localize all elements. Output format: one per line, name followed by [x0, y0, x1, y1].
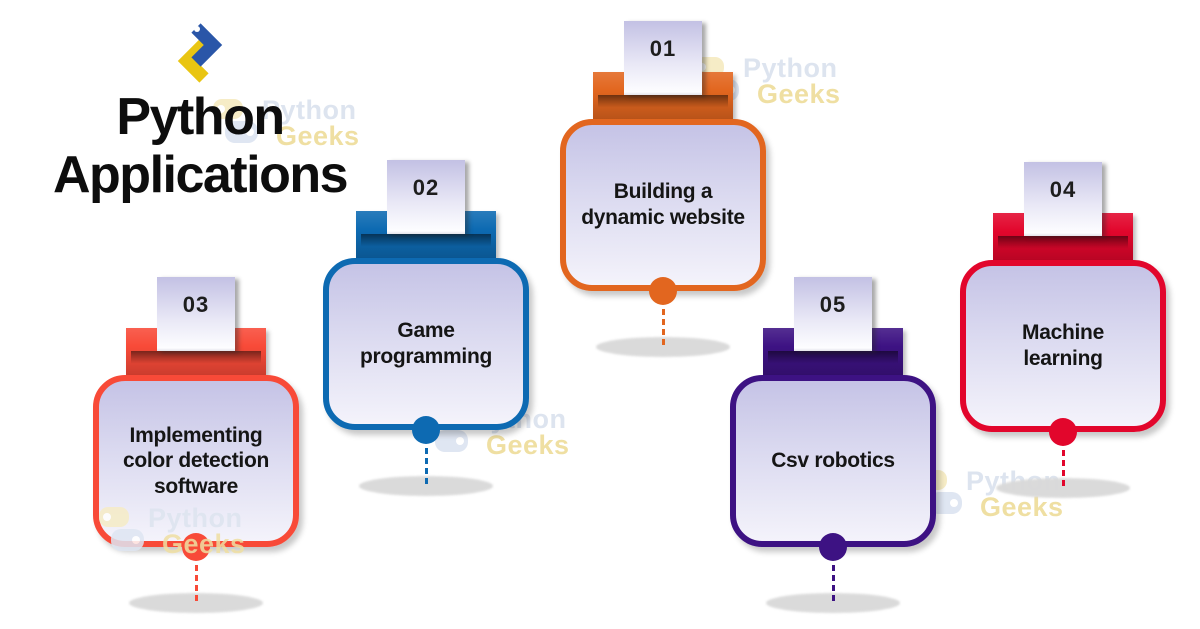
card-label: Building a dynamic website: [575, 179, 751, 230]
card-body: Csv robotics: [730, 375, 936, 547]
card-number: 01: [649, 36, 677, 61]
wm-icon-dot: [246, 128, 254, 136]
page-title-line2: Applications: [52, 146, 349, 205]
connector-dashed-line: [662, 309, 665, 349]
card-number-tab: 03: [157, 277, 235, 351]
label-line: Game: [397, 319, 455, 343]
label-line: software: [154, 474, 238, 498]
card-number-tab: 01: [624, 21, 702, 95]
connector-dashed-line: [425, 448, 428, 488]
card-05-csv-robotics: 05 Csv robotics: [730, 277, 936, 629]
watermark-text: Python Geeks: [148, 503, 246, 559]
watermark-text-python: Python: [148, 503, 243, 533]
connector-dot: [412, 416, 440, 444]
slot-shadow: [998, 236, 1128, 250]
connector-dashed-line: [195, 565, 198, 605]
card-01-building-dynamic-website: 01 Building a dynamic website: [560, 21, 766, 373]
wm-icon-dot: [950, 499, 958, 507]
connector-dot: [819, 533, 847, 561]
card-number-tab: 05: [794, 277, 872, 351]
watermark-python-geeks: Python Geeks: [693, 53, 841, 109]
connector-dot: [182, 533, 210, 561]
label-line: Building a: [613, 180, 713, 204]
label-line: Machine: [1022, 321, 1104, 345]
wm-icon-blue-part: [929, 492, 962, 514]
watermark-text-geeks: Geeks: [162, 529, 246, 559]
watermark-text-geeks: Geeks: [486, 430, 570, 460]
connector-dot: [1049, 418, 1077, 446]
connector-dashed-line: [1062, 450, 1065, 490]
card-number-tab: 04: [1024, 162, 1102, 236]
slot-shadow: [768, 351, 898, 365]
card-number: 05: [819, 292, 847, 317]
card-label: Csv robotics: [765, 448, 901, 474]
python-geeks-watermark-icon: [213, 99, 258, 143]
card-body: Game programming: [323, 258, 529, 430]
logo-yellow-chevron: [177, 39, 209, 83]
card-02-game-programming: 02 Game programming: [323, 160, 529, 512]
wm-icon-dot: [217, 105, 225, 113]
slot-shadow: [131, 351, 261, 365]
wm-icon-dot: [132, 536, 140, 544]
card-clamp: [763, 328, 903, 381]
label-line: dynamic website: [581, 206, 745, 229]
label-line: programming: [359, 345, 493, 368]
wm-icon-dot: [103, 513, 111, 521]
card-label: Implementing color detection software: [117, 423, 275, 500]
watermark-text-geeks: Geeks: [757, 79, 841, 109]
wm-icon-yellow-part: [213, 99, 243, 119]
watermark-text-geeks: Geeks: [276, 121, 360, 151]
slot-shadow: [361, 234, 491, 248]
watermark-python-geeks: Python Geeks: [98, 503, 246, 559]
card-label: Machine learning: [1016, 320, 1110, 371]
page-title-line1: Python: [116, 88, 285, 146]
wm-icon-blue-part: [435, 430, 468, 452]
label-line: Implementing: [129, 423, 263, 447]
watermark-text-geeks: Geeks: [980, 492, 1064, 522]
python-geeks-logo-icon: [177, 23, 223, 83]
watermark-text-python: Python: [262, 95, 357, 125]
card-body: Building a dynamic website: [560, 119, 766, 291]
connector-dot: [649, 277, 677, 305]
card-number-tab: 02: [387, 160, 465, 234]
watermark-text: Python Geeks: [262, 95, 360, 151]
label-line: Csv robotics: [771, 449, 895, 473]
slot-shadow: [598, 95, 728, 109]
card-label: Game programming: [354, 318, 498, 369]
label-line: color detection: [122, 449, 270, 473]
card-03-color-detection-software: 03 Implementing color detection software: [93, 277, 299, 629]
logo-eye-dot: [194, 26, 200, 32]
connector-dashed-line: [832, 565, 835, 605]
wm-icon-blue-part: [111, 529, 144, 551]
watermark-text-python: Python: [743, 53, 838, 83]
wm-icon-blue-part: [225, 121, 258, 143]
card-number: 03: [182, 292, 210, 317]
page-title: Python Applications: [5, 88, 395, 204]
card-body: Machine learning: [960, 260, 1166, 432]
label-line: learning: [1023, 347, 1103, 370]
card-number: 02: [412, 175, 440, 200]
watermark-python-geeks: Python Geeks: [916, 468, 1064, 522]
card-number: 04: [1049, 177, 1077, 202]
logo-blue-chevron: [191, 23, 223, 67]
wm-icon-yellow-part: [99, 507, 129, 527]
watermark-python-geeks: Python Geeks: [212, 95, 360, 151]
wm-icon-dot: [456, 437, 464, 445]
card-04-machine-learning: 04 Machine learning: [960, 162, 1166, 514]
python-geeks-watermark-icon: [99, 507, 144, 551]
watermark-text: Python Geeks: [743, 53, 841, 109]
